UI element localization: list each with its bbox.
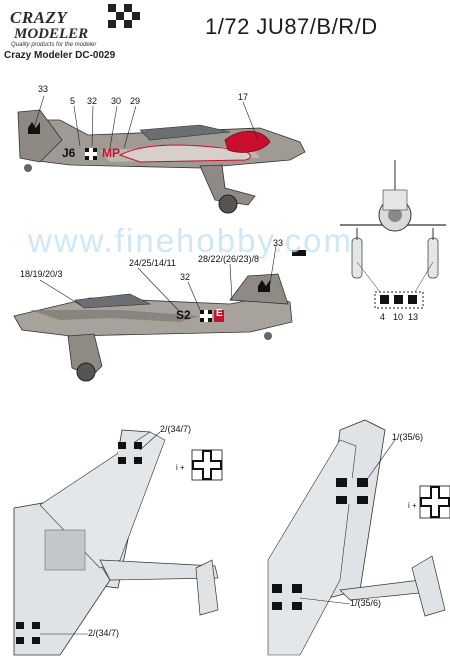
product-code: Crazy Modeler DC-0029 [4, 50, 116, 61]
checker-flag-icon [108, 4, 140, 28]
callout-top-4: 30 [111, 96, 122, 106]
fuselage-code-top: J6 [62, 146, 76, 160]
brand-line1: CRAZY [10, 8, 68, 27]
callout-lower-right-2: 1/(35/6) [350, 598, 382, 608]
callout-top-3: 32 [87, 96, 98, 106]
callout-mid-4: 28/22/(26/23)/8 [198, 254, 260, 264]
plan-view-left [13, 429, 219, 656]
side-view-top [17, 109, 306, 214]
balkenkreuz-small-left: i + [176, 449, 223, 481]
brand-tagline: Quality products for the modeler [11, 42, 97, 48]
callout-mid-5: 33 [273, 238, 284, 248]
callout-lower-left-1: 2/(34/7) [160, 424, 192, 434]
fuselage-code-mid-red: E [216, 308, 223, 319]
callout-top-5: 29 [130, 96, 141, 106]
side-view-mid [13, 250, 306, 382]
callout-mid-1: 18/19/20/3 [20, 269, 63, 279]
brand-line2: MODELER [14, 26, 89, 42]
svg-text:i +: i + [176, 463, 185, 472]
callout-mid-3: 32 [180, 272, 191, 282]
plan-view-right [267, 419, 446, 656]
front-view [340, 160, 446, 309]
page-title: 1/72 JU87/B/R/D [205, 14, 378, 39]
callout-front-2: 10 [393, 312, 404, 322]
callout-front-1: 4 [380, 312, 386, 322]
callout-lower-left-2: 2/(34/7) [88, 628, 120, 638]
callout-top-1: 33 [38, 84, 49, 94]
fuselage-code-top-red: MP [102, 146, 120, 160]
watermark: www.finehobby.com [28, 222, 354, 259]
callout-top-2: 5 [70, 96, 76, 106]
svg-text:i +: i + [408, 501, 417, 510]
callout-front-3: 13 [408, 312, 419, 322]
callout-mid-2: 24/25/14/11 [129, 258, 176, 268]
fuselage-code-mid: S2 [176, 308, 191, 322]
callout-top-6: 17 [238, 92, 249, 102]
brand-logo: CRAZY MODELER Quality products for the m… [4, 2, 154, 62]
balkenkreuz-small-right: i + [408, 485, 450, 519]
callout-lower-right-1: 1/(35/6) [392, 432, 424, 442]
